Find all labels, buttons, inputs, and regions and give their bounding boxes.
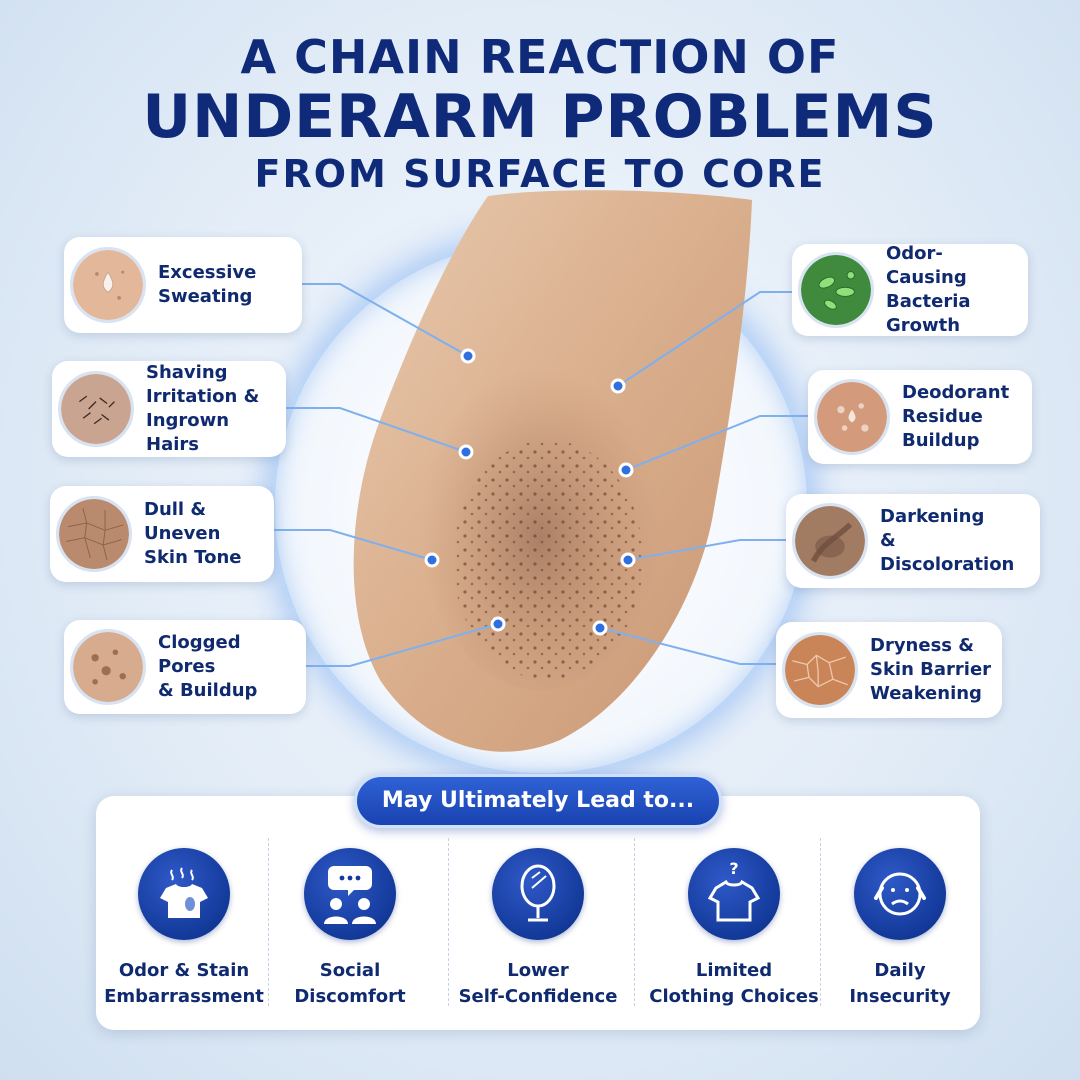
outcome-limited-clothing: ? Limited Clothing Choices	[646, 836, 822, 1010]
outcome-odor-stain: Odor & Stain Embarrassment	[96, 836, 272, 1010]
problem-card-clogged-pores: Clogged Pores & Buildup	[64, 620, 306, 714]
problem-card-bacteria-growth: Odor-Causing Bacteria Growth	[792, 243, 1028, 336]
outcome-label: Daily Insecurity	[849, 960, 951, 1007]
problem-label: Darkening & Discoloration	[880, 506, 1015, 575]
problem-label: Deodorant Residue Buildup	[902, 382, 1010, 451]
people-speech-icon	[304, 848, 396, 940]
problem-label: Excessive Sweating	[158, 262, 257, 307]
problem-card-deodorant-residue: Deodorant Residue Buildup	[808, 370, 1032, 464]
problem-label: Dryness & Skin Barrier Weakening	[870, 635, 992, 704]
stained-shirt-odor-icon	[138, 848, 230, 940]
lead-to-banner: May Ultimately Lead to...	[354, 774, 722, 828]
sweat-drop-skin-icon	[70, 247, 146, 323]
outcome-lower-confidence: Lower Self-Confidence	[450, 836, 626, 1010]
hair-stubble-skin-icon	[58, 371, 134, 447]
cracked-dry-skin-icon	[782, 632, 858, 708]
title-line-1: A CHAIN REACTION OF	[240, 30, 840, 84]
problem-card-darkening: Darkening & Discoloration	[786, 494, 1040, 588]
divider	[448, 838, 449, 1006]
outcome-label: Lower Self-Confidence	[458, 960, 618, 1007]
mirror-icon	[492, 848, 584, 940]
problem-label: Clogged Pores & Buildup	[158, 632, 258, 701]
shirt-question-icon: ?	[688, 848, 780, 940]
uneven-skin-texture-icon	[56, 496, 132, 572]
problem-label: Odor-Causing Bacteria Growth	[886, 243, 971, 336]
outcome-label: Limited Clothing Choices	[649, 960, 819, 1007]
bacteria-microbes-icon	[798, 252, 874, 328]
worried-face-icon	[854, 848, 946, 940]
problem-card-dryness: Dryness & Skin Barrier Weakening	[776, 622, 1002, 718]
divider	[268, 838, 269, 1006]
problem-card-excessive-sweating: Excessive Sweating	[64, 237, 302, 333]
divider	[634, 838, 635, 1006]
outcome-label: Social Discomfort	[294, 960, 406, 1007]
title-line-3: FROM SURFACE TO CORE	[254, 152, 826, 196]
clogged-pores-skin-icon	[70, 629, 146, 705]
outcome-social-discomfort: Social Discomfort	[262, 836, 438, 1010]
outcome-daily-insecurity: Daily Insecurity	[812, 836, 988, 1010]
problem-label: Shaving Irritation & Ingrown Hairs	[146, 362, 260, 455]
title-line-2: UNDERARM PROBLEMS	[142, 82, 938, 152]
svg-text:?: ?	[729, 859, 738, 878]
residue-skin-icon	[814, 379, 890, 455]
divider	[820, 838, 821, 1006]
problem-label: Dull & Uneven Skin Tone	[144, 499, 242, 568]
outcome-label: Odor & Stain Embarrassment	[104, 960, 264, 1007]
dark-skin-fold-icon	[792, 503, 868, 579]
problem-card-shaving-irritation: Shaving Irritation & Ingrown Hairs	[52, 361, 286, 457]
problem-card-dull-uneven-skin: Dull & Uneven Skin Tone	[50, 486, 274, 582]
